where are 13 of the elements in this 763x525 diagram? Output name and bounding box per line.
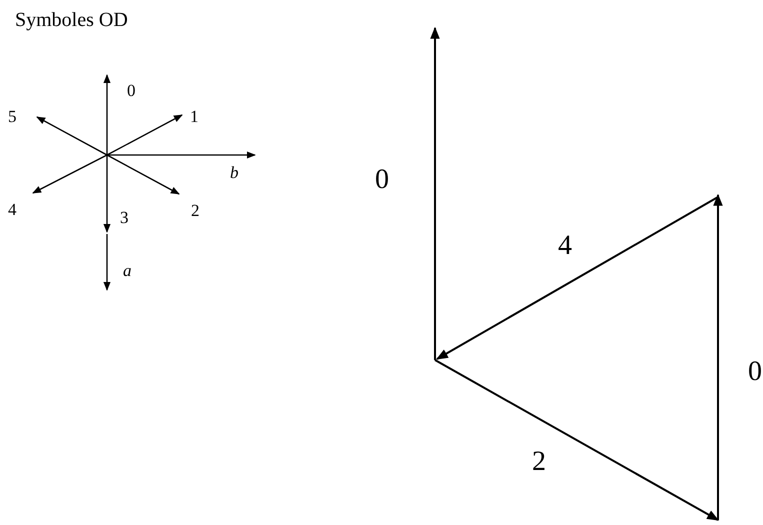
- direction-number: 4: [8, 201, 16, 218]
- code-label: 0: [748, 358, 762, 386]
- direction-number: 1: [190, 108, 198, 125]
- axis-label: a: [123, 262, 132, 279]
- direction-number: 0: [127, 82, 136, 99]
- direction-number: 5: [8, 108, 16, 125]
- direction-number: 2: [191, 202, 200, 219]
- direction-number: 3: [120, 209, 128, 226]
- axis-label: b: [230, 164, 238, 181]
- code-label: 0: [375, 166, 389, 194]
- code-label: 4: [558, 232, 572, 260]
- code-label: 2: [532, 448, 546, 476]
- title: Symboles OD: [15, 10, 128, 30]
